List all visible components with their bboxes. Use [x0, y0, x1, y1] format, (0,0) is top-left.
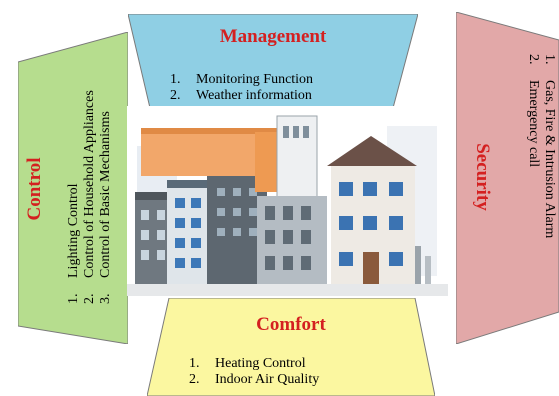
- management-shape: [128, 14, 418, 108]
- comfort-item-2: 2.Indoor Air Quality: [189, 372, 320, 387]
- comfort-title: Comfort: [256, 314, 326, 335]
- comfort-panel: Comfort 1.Heating Control 2.Indoor Air Q…: [147, 298, 435, 396]
- security-title: Security: [472, 143, 493, 211]
- management-title: Management: [219, 26, 327, 47]
- control-list: 1.Lighting Control 2.Control of Househol…: [66, 90, 114, 304]
- management-panel: Management 1.Monitoring Function 2.Weath…: [128, 14, 418, 108]
- control-panel: Control 1.Lighting Control 2.Control of …: [18, 32, 128, 344]
- security-panel: Security 1.Gas, Fire & Intrusion Alarm 2…: [456, 12, 559, 344]
- control-item-3: 3.Control of Basic Mechanisms: [98, 111, 113, 304]
- security-item-1: 1.Gas, Fire & Intrusion Alarm: [542, 54, 557, 239]
- control-title: Control: [24, 157, 45, 221]
- comfort-list: 1.Heating Control 2.Indoor Air Quality: [189, 356, 319, 388]
- control-shape: [18, 32, 128, 344]
- comfort-item-1: 1.Heating Control: [189, 356, 306, 371]
- security-list: 1.Gas, Fire & Intrusion Alarm 2.Emergenc…: [525, 54, 557, 238]
- management-list: 1.Monitoring Function 2.Weather informat…: [170, 72, 313, 104]
- smart-buildings-illustration: [127, 106, 448, 296]
- control-item-2: 2.Control of Household Appliances: [82, 90, 97, 304]
- comfort-shape: [147, 298, 435, 396]
- security-item-2: 2.Emergency call: [526, 54, 541, 168]
- security-shape: [456, 12, 559, 344]
- control-item-1: 1.Lighting Control: [66, 183, 81, 305]
- buildings-icon: [127, 106, 448, 296]
- management-item-1: 1.Monitoring Function: [170, 72, 314, 87]
- management-item-2: 2.Weather information: [170, 88, 312, 103]
